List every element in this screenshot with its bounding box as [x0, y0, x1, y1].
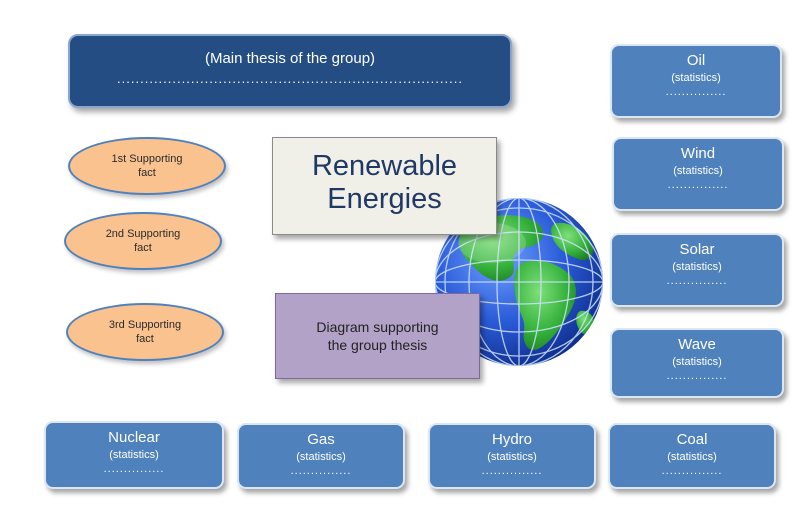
- energy-dots-gas: ...............: [290, 465, 352, 477]
- energy-stats-gas: (statistics): [296, 451, 346, 463]
- title-line-1: Renewable: [311, 150, 458, 182]
- main-thesis-dots: ........................................…: [117, 71, 463, 86]
- supporting-fact-1-line2: fact: [138, 167, 156, 179]
- supporting-fact-1-line1: 1st Supporting: [111, 153, 183, 165]
- supporting-fact-3-line2: fact: [136, 333, 154, 345]
- diagram-line-1: Diagram supporting: [316, 319, 439, 335]
- energy-name-coal: Coal: [676, 431, 708, 448]
- supporting-fact-1: 1st Supporting fact: [68, 137, 226, 195]
- supporting-fact-3: 3rd Supporting fact: [66, 303, 224, 361]
- title-box: Renewable Energies: [272, 137, 497, 235]
- energy-name-gas: Gas: [307, 431, 335, 448]
- energy-stats-wind: (statistics): [673, 165, 723, 177]
- energy-stats-solar: (statistics): [672, 261, 722, 273]
- energy-stats-nuclear: (statistics): [109, 449, 159, 461]
- diagram-line-2: the group thesis: [327, 337, 428, 353]
- supporting-fact-2-line2: fact: [134, 242, 152, 254]
- energy-name-wave: Wave: [678, 336, 716, 353]
- energy-box-hydro: Hydro (statistics) ...............: [428, 423, 596, 489]
- energy-name-nuclear: Nuclear: [108, 429, 160, 446]
- energy-box-gas: Gas (statistics) ...............: [237, 423, 405, 489]
- energy-stats-oil: (statistics): [671, 72, 721, 84]
- energy-dots-solar: ...............: [666, 275, 728, 287]
- energy-name-oil: Oil: [686, 52, 706, 69]
- energy-dots-oil: ...............: [665, 86, 727, 98]
- energy-box-coal: Coal (statistics) ...............: [608, 423, 776, 489]
- energy-dots-hydro: ...............: [481, 465, 543, 477]
- supporting-fact-2: 2nd Supporting fact: [64, 212, 222, 270]
- energy-box-nuclear: Nuclear (statistics) ...............: [44, 421, 224, 489]
- energy-dots-nuclear: ...............: [103, 463, 165, 475]
- energy-box-wind: Wind (statistics) ...............: [612, 137, 784, 211]
- main-thesis-box: (Main thesis of the group) .............…: [68, 34, 512, 108]
- energy-box-wave: Wave (statistics) ...............: [610, 328, 784, 398]
- energy-box-solar: Solar (statistics) ...............: [610, 233, 784, 307]
- energy-stats-wave: (statistics): [672, 356, 722, 368]
- energy-dots-wave: ...............: [666, 370, 728, 382]
- title-line-2: Energies: [327, 183, 442, 215]
- energy-name-hydro: Hydro: [491, 431, 532, 448]
- energy-name-solar: Solar: [679, 241, 715, 258]
- energy-stats-coal: (statistics): [667, 451, 717, 463]
- energy-name-wind: Wind: [680, 145, 716, 162]
- energy-stats-hydro: (statistics): [487, 451, 537, 463]
- energy-dots-wind: ...............: [667, 179, 729, 191]
- supporting-fact-3-line1: 3rd Supporting: [108, 319, 182, 331]
- energy-dots-coal: ...............: [661, 465, 723, 477]
- energy-box-oil: Oil (statistics) ...............: [610, 44, 782, 118]
- main-thesis-text: (Main thesis of the group): [204, 50, 376, 67]
- diagram-box: Diagram supporting the group thesis: [275, 293, 480, 379]
- supporting-fact-2-line1: 2nd Supporting: [105, 228, 181, 240]
